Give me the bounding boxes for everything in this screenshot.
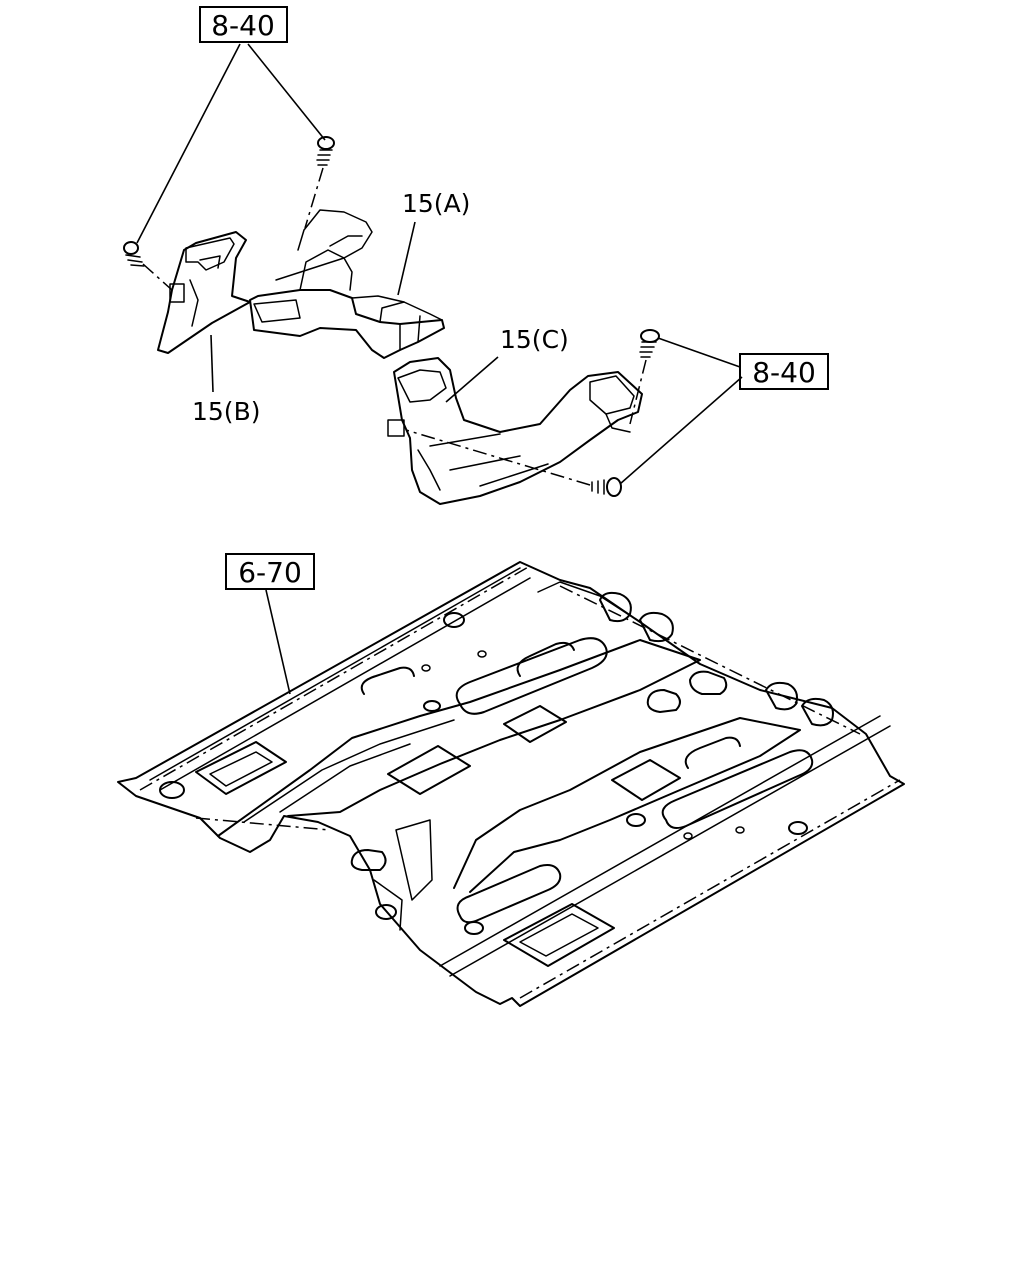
floor-panel-icon	[117, 561, 905, 1007]
duct-icon	[393, 357, 643, 505]
leader-line	[397, 221, 416, 296]
leader-line	[657, 337, 741, 368]
ref-box-8-40-top[interactable]: 8-40	[199, 6, 288, 43]
duct-b	[157, 231, 251, 354]
screw-icon	[405, 429, 622, 497]
duct-a	[249, 209, 445, 359]
leader-line	[247, 43, 326, 141]
screw-icon	[123, 241, 173, 291]
part-label-15c: 15(C)	[500, 325, 569, 354]
duct-icon	[249, 289, 445, 359]
ref-box-8-40-right[interactable]: 8-40	[739, 353, 829, 390]
part-label-15b: 15(B)	[192, 397, 260, 426]
leader-line	[136, 43, 241, 244]
ref-label-8-40-top: 8-40	[211, 9, 275, 42]
screw-icon	[304, 136, 335, 229]
leader-line	[619, 376, 743, 485]
ref-label-8-40-right: 8-40	[752, 356, 816, 389]
ref-label-6-70: 6-70	[238, 556, 302, 589]
duct-icon	[157, 231, 251, 354]
ref-box-6-70[interactable]: 6-70	[225, 553, 315, 590]
leader-line	[445, 356, 499, 403]
leader-line	[265, 589, 291, 695]
screw-icon	[629, 329, 660, 425]
leader-line	[210, 334, 214, 393]
part-label-15a: 15(A)	[402, 189, 470, 218]
